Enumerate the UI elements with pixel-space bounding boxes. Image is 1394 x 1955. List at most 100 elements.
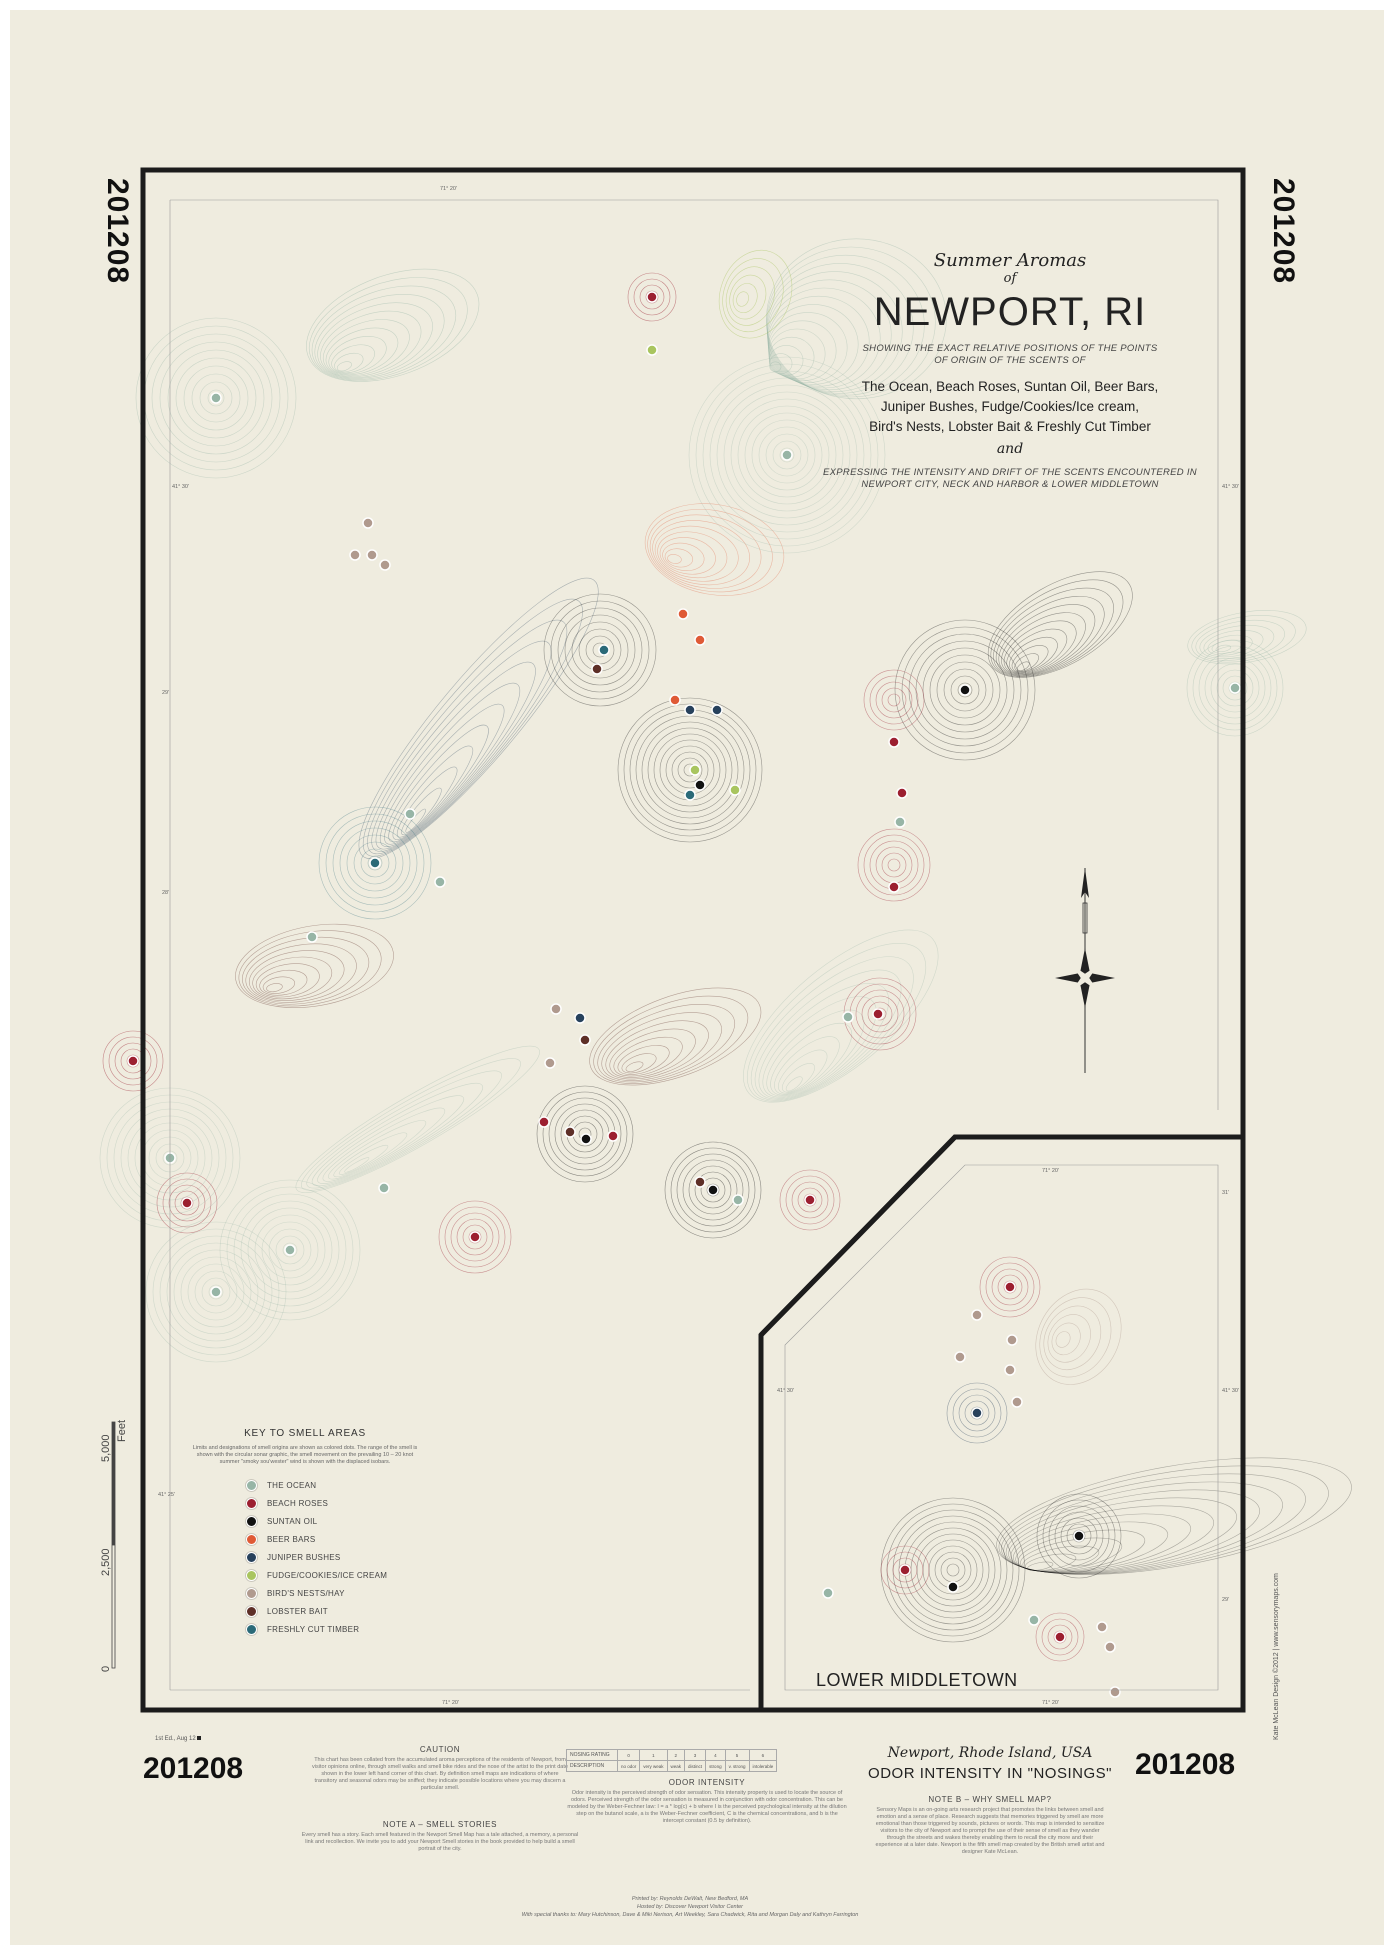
scale-label-0: 0 bbox=[100, 1665, 112, 1672]
fudge-dot bbox=[689, 764, 701, 776]
key-item-label: BIRD'S NESTS/HAY bbox=[267, 1588, 345, 1598]
key-item-label: BEER BARS bbox=[267, 1534, 316, 1544]
credits-printed: Printed by: Reynolds DeWalt, New Bedford… bbox=[631, 1896, 749, 1902]
suntan-oil-rings bbox=[664, 1141, 762, 1239]
key-item-label: SUNTAN OIL bbox=[267, 1516, 318, 1526]
title-scents: The Ocean, Beach Roses, Suntan Oil, Beer… bbox=[820, 377, 1200, 437]
beach-roses-dot bbox=[1004, 1281, 1016, 1293]
title-showing: SHOWING THE EXACT RELATIVE POSITIONS OF … bbox=[862, 343, 1158, 366]
beach-roses-rings bbox=[779, 1169, 841, 1231]
beach-roses-rings bbox=[102, 1030, 164, 1092]
rating-number: 4 bbox=[705, 1749, 726, 1761]
beach-roses-dot bbox=[469, 1231, 481, 1243]
ocean-dot bbox=[732, 1194, 744, 1206]
rating-row-label: NOSING RATING bbox=[566, 1749, 618, 1761]
key-item: BEER BARS bbox=[180, 1530, 430, 1548]
page-title: NEWPORT, RI bbox=[873, 290, 1147, 334]
scale-bar bbox=[111, 1421, 116, 1669]
note-a-title: NOTE A – SMELL STORIES bbox=[382, 1820, 498, 1829]
key-color-swatch bbox=[246, 1515, 257, 1527]
key-item-label: THE OCEAN bbox=[267, 1480, 317, 1490]
key-color-swatch bbox=[246, 1623, 257, 1635]
rating-description: v. strong bbox=[724, 1760, 750, 1772]
odor-intensity-title: ODOR INTENSITY bbox=[668, 1778, 746, 1787]
fudge-dot bbox=[646, 344, 658, 356]
edition-code-top-left: 201208 bbox=[101, 178, 134, 285]
inset-longitude-bottom: 71° 20' bbox=[1042, 1700, 1060, 1706]
scent-drift-contours bbox=[358, 577, 599, 859]
inset-latitude-right: 41° 30' bbox=[1222, 1388, 1240, 1394]
latitude-label-left: 41° 30' bbox=[172, 484, 190, 490]
rating-description: no odor bbox=[616, 1760, 641, 1772]
juniper-rings bbox=[946, 1382, 1008, 1444]
longitude-label-top: 71° 20' bbox=[440, 186, 458, 192]
ocean-rings bbox=[145, 1221, 287, 1363]
rating-number: 6 bbox=[748, 1749, 778, 1761]
key-item: BEACH ROSES bbox=[180, 1494, 430, 1512]
suntan-oil-dot bbox=[580, 1133, 592, 1145]
note-a: NOTE A – SMELL STORIES Every smell has a… bbox=[300, 1820, 580, 1853]
rating-description: weak bbox=[666, 1760, 686, 1772]
inset-tick-31: 31' bbox=[1222, 1190, 1230, 1196]
note-b-body: Sensory Maps is an on-going arts researc… bbox=[875, 1807, 1105, 1855]
rating-number: 5 bbox=[724, 1749, 750, 1761]
longitude-label-bottom: 71° 20' bbox=[442, 1700, 460, 1706]
birds-nests-dot bbox=[1006, 1334, 1018, 1346]
key-item-label: JUNIPER BUSHES bbox=[267, 1552, 341, 1562]
key-color-swatch bbox=[246, 1497, 257, 1509]
suntan-oil-rings bbox=[880, 1497, 1026, 1643]
beach-roses-dot bbox=[888, 881, 900, 893]
scents-line-2: Juniper Bushes, Fudge/Cookies/Ice cream, bbox=[880, 399, 1140, 414]
rating-number: 2 bbox=[666, 1749, 686, 1761]
lobster-bait-dot bbox=[591, 663, 603, 675]
rating-description: very weak bbox=[639, 1760, 668, 1772]
scent-drift-contours bbox=[295, 1045, 540, 1193]
ocean-dot bbox=[1028, 1614, 1040, 1626]
ocean-rings bbox=[1186, 639, 1284, 737]
beach-roses-dot bbox=[646, 291, 658, 303]
birds-nests-dot bbox=[1104, 1641, 1116, 1653]
key-description: Limits and designations of smell origins… bbox=[192, 1445, 418, 1465]
beer-bars-dot bbox=[669, 694, 681, 706]
beach-roses-rings bbox=[880, 1545, 930, 1595]
smell-map-poster: 201208 201208 71° 20' 41° 30' 41° 30' 29… bbox=[10, 10, 1384, 1945]
suntan-oil-dot bbox=[959, 684, 971, 696]
key-item-label: FRESHLY CUT TIMBER bbox=[267, 1624, 360, 1634]
birds-nests-dot bbox=[379, 559, 391, 571]
birds-nests-dot bbox=[362, 517, 374, 529]
rating-number-row: NOSING RATING 0 1 2 3 4 5 6 bbox=[566, 1749, 778, 1761]
lobster-bait-dot bbox=[579, 1034, 591, 1046]
rating-description-row: DESCRIPTION no odor very weak weak disti… bbox=[566, 1760, 778, 1772]
birds-nests-dot bbox=[1109, 1686, 1121, 1698]
latitude-label-right: 41° 30' bbox=[1222, 484, 1240, 490]
birds-nests-dot bbox=[366, 549, 378, 561]
suntan-oil-rings bbox=[894, 619, 1036, 761]
ocean-rings bbox=[219, 1179, 361, 1321]
lobster-bait-dot bbox=[694, 1176, 706, 1188]
beach-roses-dot bbox=[872, 1008, 884, 1020]
vertical-credit: Kate McLean Design ©2012 | www.sensoryma… bbox=[1273, 1573, 1280, 1740]
key-title: KEY TO SMELL AREAS bbox=[244, 1428, 366, 1439]
suntan-oil-dot bbox=[1073, 1530, 1085, 1542]
beach-roses-dot bbox=[538, 1116, 550, 1128]
juniper-dot bbox=[711, 704, 723, 716]
map-neatline bbox=[170, 199, 1219, 1110]
key-list: THE OCEAN BEACH ROSES SUNTAN OIL BEER BARS J… bbox=[180, 1476, 430, 1638]
birds-nests-dot bbox=[971, 1309, 983, 1321]
scent-drift-contours bbox=[718, 249, 793, 339]
juniper-dot bbox=[574, 1012, 586, 1024]
lobster-bait-dot bbox=[564, 1126, 576, 1138]
edition-text: 1st Ed., Aug 12 bbox=[155, 1736, 196, 1742]
location-block: Newport, Rhode Island, USA ODOR INTENSIT… bbox=[860, 1745, 1120, 1782]
beach-roses-rings bbox=[627, 272, 677, 322]
timber-dot bbox=[369, 857, 381, 869]
ocean-dot bbox=[210, 1286, 222, 1298]
beach-roses-dot bbox=[804, 1194, 816, 1206]
beach-roses-rings bbox=[156, 1172, 218, 1234]
timber-rings bbox=[318, 806, 432, 920]
ocean-dot bbox=[210, 392, 222, 404]
birds-nests-dot bbox=[1011, 1396, 1023, 1408]
suntan-oil-rings bbox=[617, 697, 763, 843]
rating-number: 0 bbox=[616, 1749, 641, 1761]
edition-mark bbox=[197, 1736, 202, 1740]
